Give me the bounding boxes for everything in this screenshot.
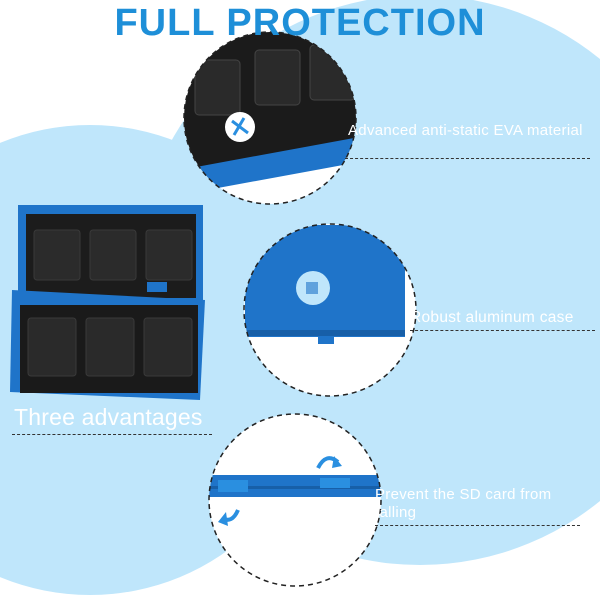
- feature-divider-aluminum: [410, 330, 595, 331]
- open-case-image: [10, 205, 205, 400]
- feature-divider-eva: [345, 158, 590, 159]
- closed-case-circle: [208, 413, 382, 587]
- foam-detail-circle: [183, 31, 357, 205]
- feature-label-aluminum: Robust aluminum case: [410, 309, 574, 326]
- page-title: FULL PROTECTION: [114, 2, 486, 44]
- advantages-heading: Three advantages: [14, 404, 203, 430]
- feature-label-falling: Prevent the SD card from falling: [375, 486, 552, 521]
- advantages-divider: [12, 434, 212, 435]
- feature-label-eva: Advanced anti-static EVA material: [348, 122, 583, 139]
- feature-divider-falling: [375, 525, 580, 526]
